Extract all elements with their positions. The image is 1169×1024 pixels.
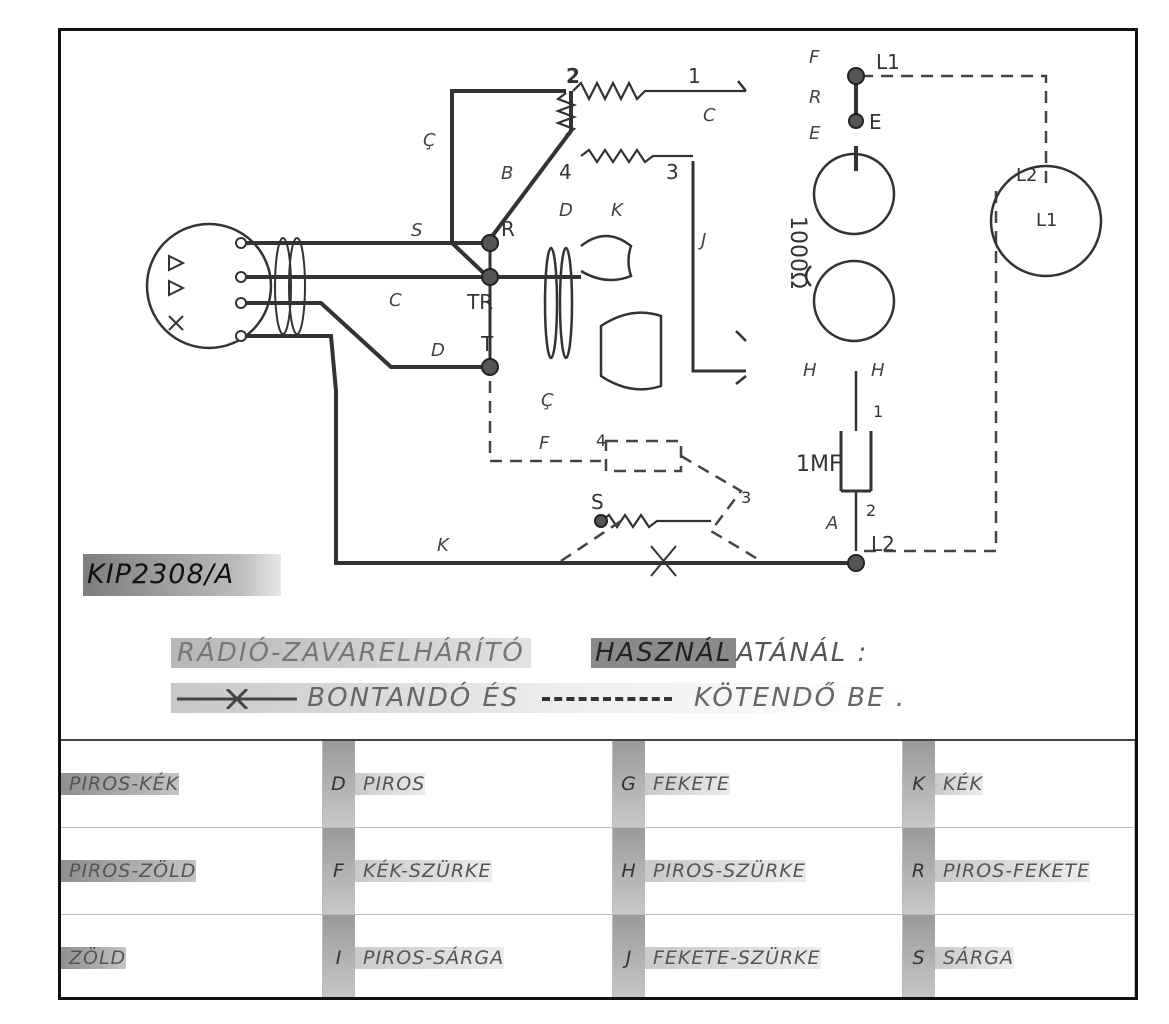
wire-label-b: B: [501, 163, 513, 184]
legend-color-name: PIROS-ZÖLD: [61, 860, 197, 882]
terminal-2: 2: [566, 64, 580, 88]
note-line2: BONTANDÓ ÉS KÖTENDŐ BE .: [171, 683, 913, 713]
legend-color-name: PIROS-KÉK: [61, 773, 180, 795]
note-line2-part1: BONTANDÓ ÉS: [307, 683, 520, 713]
terminal-4: 4: [559, 160, 572, 184]
terminal-l2: L2: [871, 532, 895, 556]
wire-label-h1: H: [803, 360, 817, 381]
wire-g: [450, 89, 566, 243]
legend-cell: PIROS-KÉK: [61, 741, 323, 828]
plug-socket: [145, 222, 273, 350]
note-line2-part2: KÖTENDŐ BE .: [693, 683, 907, 713]
legend-code: K: [903, 741, 935, 827]
legend-cell: PIROS-ZÖLD: [61, 828, 323, 915]
coil-2-4: [554, 92, 578, 136]
wire-label-f-top: F: [809, 47, 820, 68]
legend-code: F: [323, 828, 355, 914]
legend-color-name: FEKETE: [645, 773, 731, 795]
coil-4-3: [580, 148, 693, 164]
legend-code: R: [903, 828, 935, 914]
cut-mark: [650, 545, 677, 577]
legend-color-name: PIROS-SÁRGA: [355, 947, 505, 969]
legend-code: S: [903, 915, 935, 997]
legend-code: H: [613, 828, 645, 914]
ext-terminal-l1: L1: [1036, 210, 1057, 231]
dash-l1: [861, 74, 1048, 191]
cut-wire-icon: [177, 688, 297, 709]
drawing-number: KIP2308/A: [83, 554, 281, 596]
switch-3: 3: [741, 488, 751, 507]
legend-color-name: PIROS-SZÜRKE: [645, 860, 806, 882]
legend-color-name: PIROS: [355, 773, 426, 795]
capacitor: [839, 431, 873, 493]
legend-code: J: [613, 915, 645, 997]
legend-code: D: [323, 741, 355, 827]
legend-code: G: [613, 741, 645, 827]
terminal-r: R: [501, 217, 515, 241]
wire-label-c-top: C: [703, 105, 716, 126]
legend-color-name: PIROS-FEKETE: [935, 860, 1091, 882]
ext-terminal-l2: L2: [1016, 165, 1037, 186]
coil-s: [600, 513, 711, 529]
wire-label-d: D: [431, 340, 445, 361]
legend-color-name: KÉK-SZÜRKE: [355, 860, 492, 882]
wire-label-c-low: Ç: [541, 390, 554, 411]
switch-4: 4: [596, 431, 606, 450]
resistor-label: 1000Ω: [785, 216, 810, 289]
legend-color-name: KÉK: [935, 773, 983, 795]
wire-label-s: S: [411, 220, 422, 241]
cap-terminal-1: 1: [873, 402, 883, 421]
legend-cell: ZÖLD: [61, 915, 323, 997]
note-line1-part1: RÁDIÓ-ZAVARELHÁRÍTÓ: [171, 638, 531, 668]
wire-label-h2: H: [871, 360, 885, 381]
wire-label-a: A: [825, 513, 838, 534]
wire-label-f-low: F: [539, 433, 550, 454]
cap-terminal-2: 2: [866, 501, 876, 520]
wire-label-e-top: E: [809, 123, 821, 144]
wire-label-k-bottom: K: [437, 535, 450, 556]
dashed-wire-icon: [541, 696, 672, 701]
coil-2-1: [572, 80, 746, 102]
terminal-tr: TR: [466, 290, 493, 314]
note-highlight: HASZNÁL: [591, 638, 737, 668]
legend-color-name: ZÖLD: [61, 947, 127, 969]
wiring-schematic: 2 1 4 3 L1 E R TR T S L2 4 3 1 2 L2 L1 1…: [145, 47, 1103, 577]
terminal-t: T: [480, 332, 494, 356]
wire-d: [241, 301, 490, 369]
wire-k: [241, 334, 856, 565]
wire-label-g: Ç: [423, 130, 436, 151]
terminal-e: E: [869, 110, 882, 134]
wire-label-d-top: D: [559, 200, 573, 221]
terminal-3: 3: [666, 160, 679, 184]
capacitor-label: 1MF: [796, 452, 842, 477]
diagram-frame: 2 1 4 3 L1 E R TR T S L2 4 3 1 2 L2 L1 1…: [58, 28, 1138, 1000]
note-line1-rest: ATÁNÁL :: [736, 638, 869, 668]
dash-f: [488, 381, 601, 463]
legend-color-name: SÁRGA: [935, 947, 1014, 969]
wire-j: [691, 161, 746, 373]
legend-color-name: FEKETE-SZÜRKE: [645, 947, 821, 969]
dash-l2: [861, 191, 998, 553]
wire-label-j: J: [698, 230, 706, 251]
wire-label-r-top: R: [809, 87, 822, 108]
wire-label-k-top: K: [611, 200, 624, 221]
terminal-1: 1: [688, 64, 701, 88]
legend-code: I: [323, 915, 355, 997]
wire-label-c: C: [389, 290, 402, 311]
terminal-s: S: [591, 490, 604, 514]
terminal-l1: L1: [876, 50, 900, 74]
ext-plug: [989, 164, 1103, 278]
